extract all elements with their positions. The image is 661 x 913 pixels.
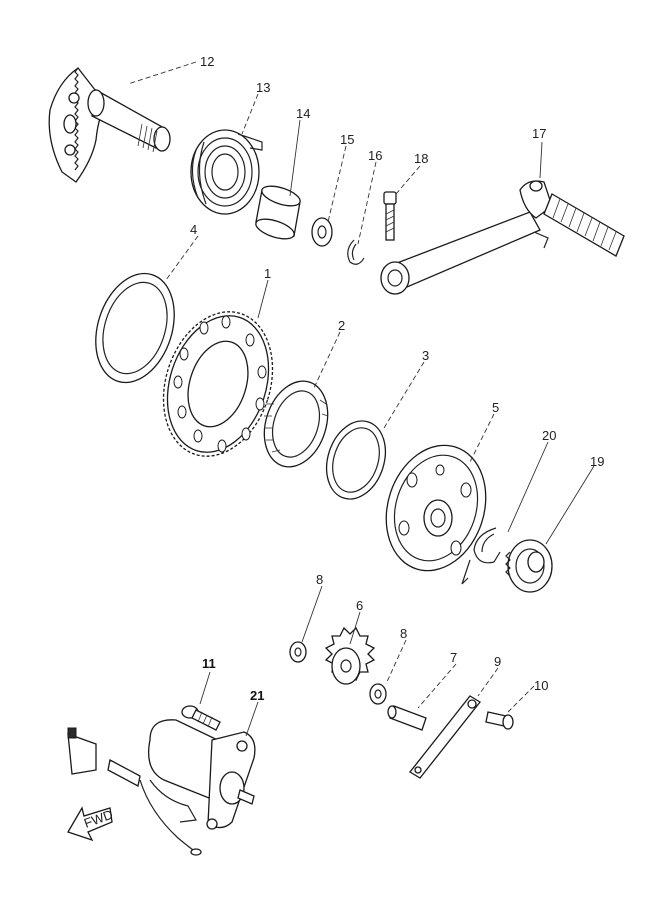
clutch-plate-part-5 — [385, 444, 487, 572]
bolt-part-18 — [383, 191, 397, 241]
pinion-gear-part-19 — [505, 539, 553, 593]
washer-part-15 — [311, 217, 333, 247]
washer-part-8-upper — [289, 641, 307, 663]
callout-19: 19 — [590, 454, 604, 469]
callout-21: 21 — [250, 688, 264, 703]
callout-1: 1 — [264, 266, 271, 281]
callout-3: 3 — [422, 348, 429, 363]
callout-16: 16 — [368, 148, 382, 163]
callout-labels: 12 13 14 15 16 18 17 4 1 2 3 5 20 19 8 6… — [190, 54, 604, 703]
shim-ring-part-4 — [95, 272, 175, 384]
shaft-part-7 — [387, 705, 427, 731]
callout-14: 14 — [296, 106, 310, 121]
callout-15: 15 — [340, 132, 354, 147]
one-way-clutch-part-2 — [263, 380, 329, 468]
callout-10: 10 — [534, 678, 548, 693]
kick-gear-shaft-part-12 — [48, 67, 171, 183]
collar-part-14 — [255, 185, 301, 240]
callout-8-lower: 8 — [400, 626, 407, 641]
callout-6: 6 — [356, 598, 363, 613]
idle-gear-part-6 — [324, 626, 376, 685]
front-direction-arrow: FWD — [67, 806, 115, 842]
kick-crank-part-17 — [380, 180, 625, 295]
circlip-part-20 — [461, 527, 501, 585]
callout-20: 20 — [542, 428, 556, 443]
callout-2: 2 — [338, 318, 345, 333]
callout-4: 4 — [190, 222, 197, 237]
washer-part-8-lower — [369, 683, 387, 705]
leader-lines — [127, 61, 595, 737]
bolt-part-11 — [181, 705, 221, 731]
callout-5: 5 — [492, 400, 499, 415]
starter-motor-part-21 — [67, 719, 256, 856]
callout-18: 18 — [414, 151, 428, 166]
callout-7: 7 — [450, 650, 457, 665]
ring-part-3 — [325, 420, 387, 500]
callout-8-upper: 8 — [316, 572, 323, 587]
callout-9: 9 — [494, 654, 501, 669]
screw-part-10 — [485, 711, 514, 730]
torsion-spring-part-13 — [190, 129, 263, 215]
circlip-part-16 — [347, 239, 365, 265]
bracket-part-9 — [409, 695, 481, 779]
callout-13: 13 — [256, 80, 270, 95]
callout-11: 11 — [202, 656, 216, 671]
callout-17: 17 — [532, 126, 546, 141]
ring-gear-part-1 — [162, 311, 274, 457]
callout-12: 12 — [200, 54, 214, 69]
